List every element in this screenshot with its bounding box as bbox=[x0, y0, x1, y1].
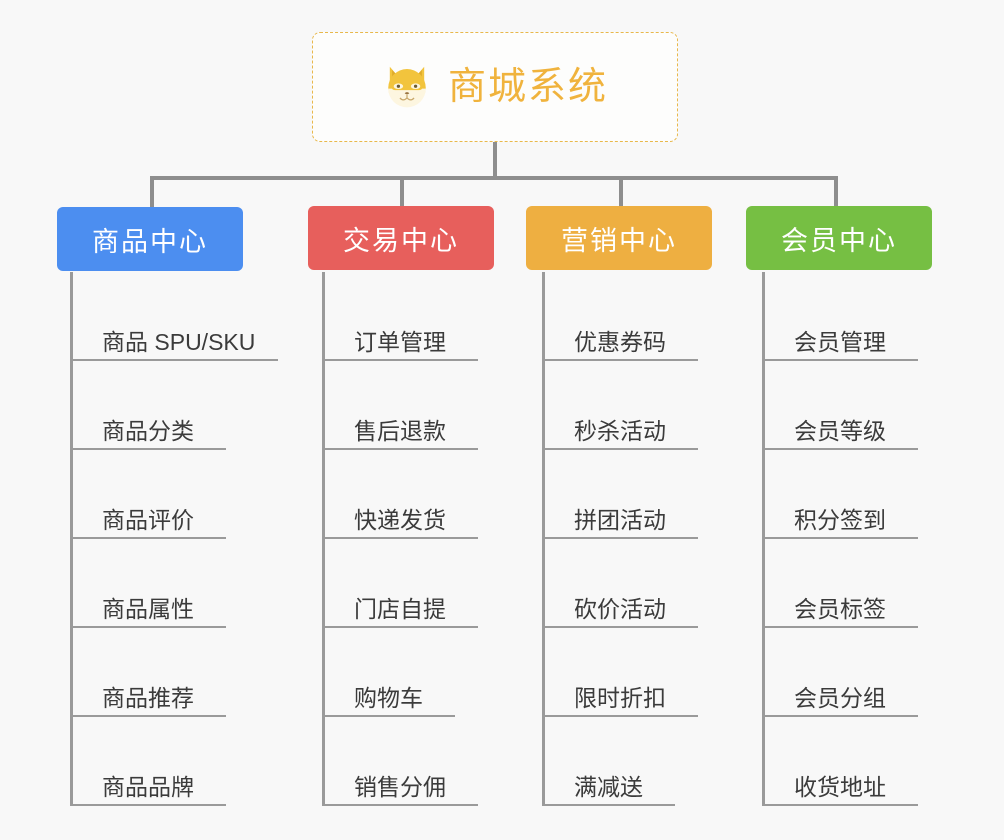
root-node[interactable]: 商城系统 bbox=[312, 32, 678, 142]
item-label: 秒杀活动 bbox=[574, 417, 666, 444]
item-underline bbox=[762, 537, 918, 539]
item-label: 拼团活动 bbox=[574, 506, 666, 533]
item-underline bbox=[322, 448, 478, 450]
item-label: 会员等级 bbox=[794, 417, 886, 444]
item-label: 商品品牌 bbox=[102, 773, 194, 800]
item-underline bbox=[322, 626, 478, 628]
item-underline bbox=[762, 715, 918, 717]
item-underline bbox=[70, 537, 226, 539]
list-item[interactable]: 限时折扣 bbox=[542, 628, 698, 717]
connector-drop-3 bbox=[619, 176, 623, 208]
item-label: 售后退款 bbox=[354, 417, 446, 444]
list-item[interactable]: 砍价活动 bbox=[542, 539, 698, 628]
connector-drop-4 bbox=[834, 176, 838, 208]
item-underline bbox=[542, 359, 698, 361]
list-item[interactable]: 商品分类 bbox=[70, 361, 255, 450]
item-label: 门店自提 bbox=[354, 595, 446, 622]
list-item[interactable]: 会员等级 bbox=[762, 361, 918, 450]
category-box-product-center[interactable]: 商品中心 bbox=[57, 207, 243, 271]
connector-drop-2 bbox=[400, 176, 404, 208]
item-label: 购物车 bbox=[354, 684, 423, 711]
item-label: 优惠券码 bbox=[574, 328, 666, 355]
item-underline bbox=[70, 626, 226, 628]
item-underline bbox=[542, 537, 698, 539]
column-spine bbox=[762, 272, 765, 806]
category-label: 商品中心 bbox=[92, 226, 208, 257]
item-label: 销售分佣 bbox=[354, 773, 446, 800]
list-item[interactable]: 会员标签 bbox=[762, 539, 918, 628]
column-spine bbox=[70, 272, 73, 806]
item-label: 商品评价 bbox=[102, 506, 194, 533]
list-item[interactable]: 会员管理 bbox=[762, 272, 918, 361]
list-item[interactable]: 商品 SPU/SKU bbox=[70, 272, 278, 361]
category-box-trade-center[interactable]: 交易中心 bbox=[308, 206, 494, 270]
item-underline bbox=[70, 448, 226, 450]
item-underline bbox=[542, 626, 698, 628]
list-item[interactable]: 秒杀活动 bbox=[542, 361, 698, 450]
item-label: 砍价活动 bbox=[574, 595, 666, 622]
item-label: 满减送 bbox=[574, 773, 643, 800]
list-item[interactable]: 收货地址 bbox=[762, 717, 918, 806]
item-underline bbox=[322, 537, 478, 539]
item-underline bbox=[762, 448, 918, 450]
column-member-center: 会员管理 会员等级 积分签到 会员标签 会员分组 收货地址 bbox=[762, 272, 918, 806]
item-underline bbox=[70, 804, 226, 806]
column-spine bbox=[542, 272, 545, 806]
shiba-dog-icon bbox=[382, 62, 432, 112]
item-underline bbox=[70, 715, 226, 717]
item-label: 商品属性 bbox=[102, 595, 194, 622]
item-underline bbox=[70, 359, 278, 361]
item-label: 收货地址 bbox=[794, 773, 886, 800]
list-item[interactable]: 商品属性 bbox=[70, 539, 255, 628]
item-underline bbox=[762, 804, 918, 806]
item-label: 商品分类 bbox=[102, 417, 194, 444]
item-label: 商品 SPU/SKU bbox=[102, 328, 256, 355]
column-trade-center: 订单管理 售后退款 快递发货 门店自提 购物车 销售分佣 bbox=[322, 272, 478, 806]
list-item[interactable]: 满减送 bbox=[542, 717, 675, 806]
category-label: 交易中心 bbox=[343, 225, 459, 256]
item-underline bbox=[542, 715, 698, 717]
column-marketing-center: 优惠券码 秒杀活动 拼团活动 砍价活动 限时折扣 满减送 bbox=[542, 272, 698, 806]
category-label: 会员中心 bbox=[781, 225, 897, 256]
list-item[interactable]: 积分签到 bbox=[762, 450, 918, 539]
list-item[interactable]: 优惠券码 bbox=[542, 272, 698, 361]
list-item[interactable]: 购物车 bbox=[322, 628, 455, 717]
item-underline bbox=[762, 626, 918, 628]
item-label: 积分签到 bbox=[794, 506, 886, 533]
list-item[interactable]: 门店自提 bbox=[322, 539, 478, 628]
item-label: 会员标签 bbox=[794, 595, 886, 622]
item-underline bbox=[322, 359, 478, 361]
root-title: 商城系统 bbox=[447, 66, 608, 108]
item-underline bbox=[762, 359, 918, 361]
item-label: 订单管理 bbox=[354, 328, 446, 355]
item-label: 快递发货 bbox=[354, 506, 446, 533]
item-label: 会员管理 bbox=[794, 328, 886, 355]
list-item[interactable]: 商品品牌 bbox=[70, 717, 255, 806]
list-item[interactable]: 订单管理 bbox=[322, 272, 478, 361]
list-item[interactable]: 快递发货 bbox=[322, 450, 478, 539]
item-underline bbox=[542, 448, 698, 450]
category-label: 营销中心 bbox=[561, 225, 677, 256]
category-box-marketing-center[interactable]: 营销中心 bbox=[526, 206, 712, 270]
connector-root-stem bbox=[493, 142, 497, 178]
item-underline bbox=[322, 804, 478, 806]
list-item[interactable]: 商品评价 bbox=[70, 450, 255, 539]
list-item[interactable]: 会员分组 bbox=[762, 628, 918, 717]
item-label: 限时折扣 bbox=[574, 684, 666, 711]
connector-drop-1 bbox=[150, 176, 154, 208]
list-item[interactable]: 销售分佣 bbox=[322, 717, 478, 806]
list-item[interactable]: 拼团活动 bbox=[542, 450, 698, 539]
category-box-member-center[interactable]: 会员中心 bbox=[746, 206, 932, 270]
item-underline bbox=[322, 715, 455, 717]
item-underline bbox=[542, 804, 675, 806]
list-item[interactable]: 售后退款 bbox=[322, 361, 478, 450]
item-label: 会员分组 bbox=[794, 684, 886, 711]
connector-horizontal-bus bbox=[150, 176, 838, 180]
item-label: 商品推荐 bbox=[102, 684, 194, 711]
list-item[interactable]: 商品推荐 bbox=[70, 628, 255, 717]
column-spine bbox=[322, 272, 325, 806]
column-product-center: 商品 SPU/SKU 商品分类 商品评价 商品属性 商品推荐 商品品牌 bbox=[70, 272, 278, 806]
